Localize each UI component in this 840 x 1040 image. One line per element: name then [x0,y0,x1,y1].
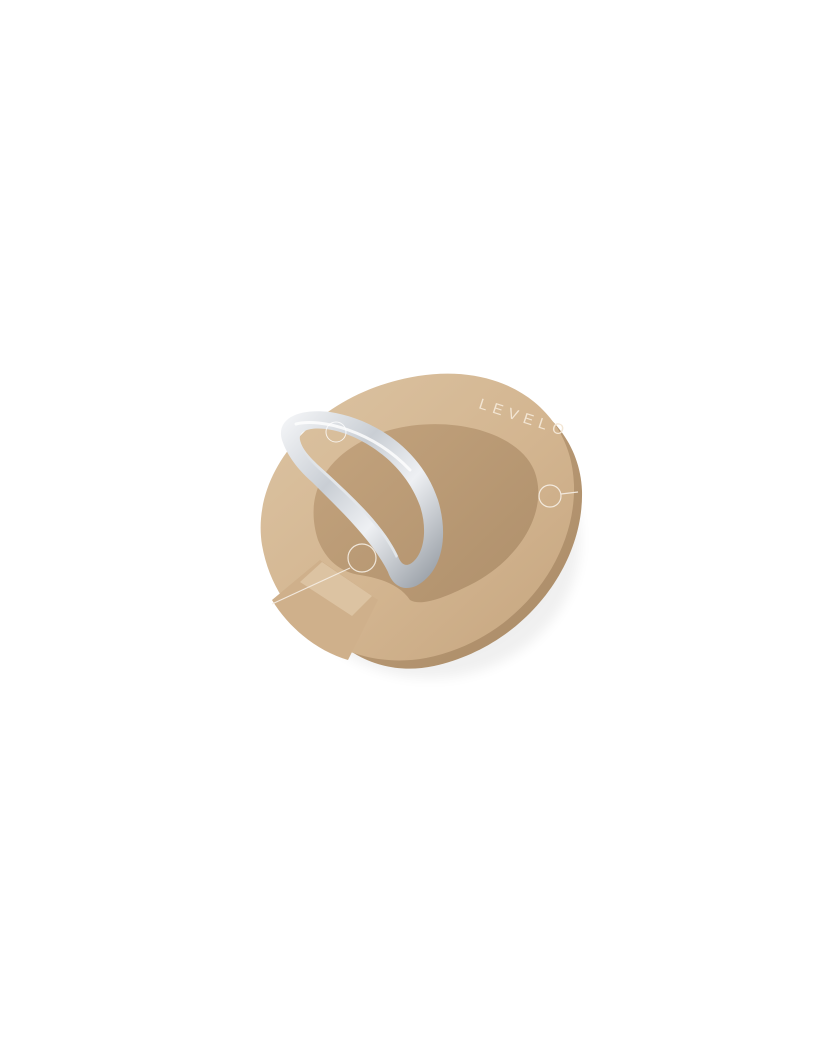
callout-marker-hinge [347,543,377,573]
hinge-block-top [300,562,372,616]
callout-marker-ring [325,421,347,443]
callout-marker-edge [538,484,562,508]
callout-line-edge [560,491,579,495]
finger-ring-highlight [294,421,412,472]
callout-line-hinge [271,567,351,605]
finger-ring [280,411,444,589]
